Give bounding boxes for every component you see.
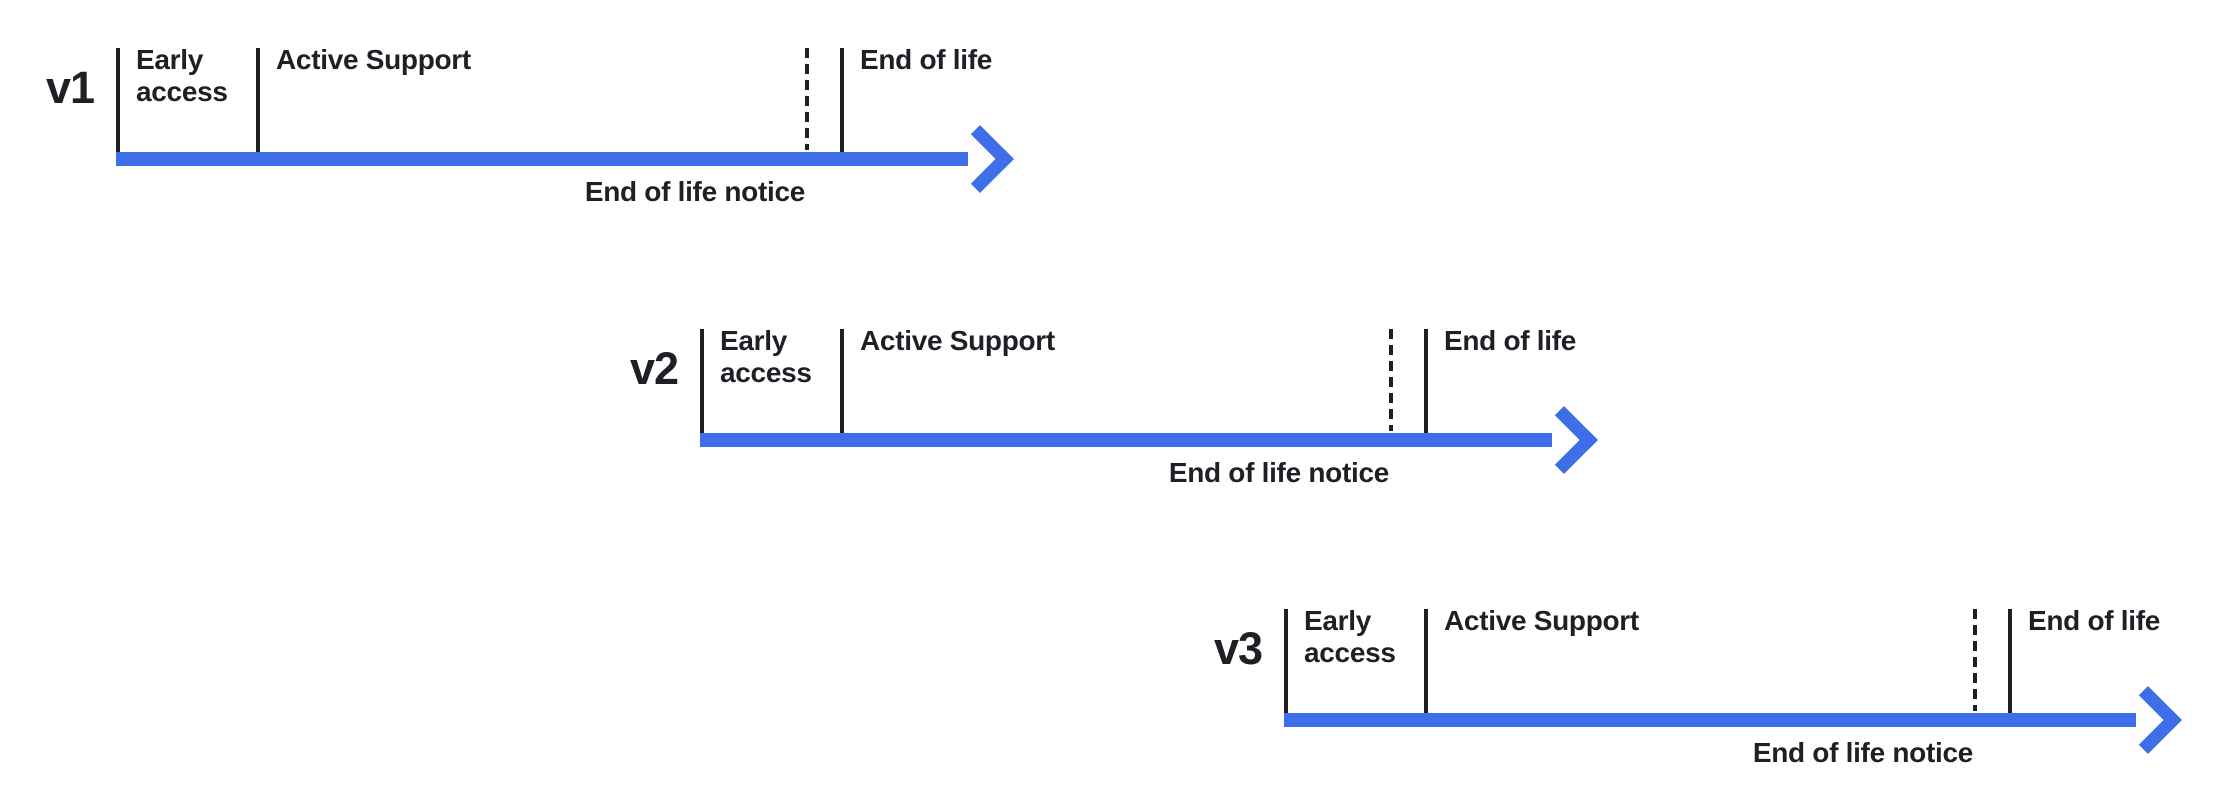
end-of-life-label: End of life	[860, 44, 993, 75]
timeline-arrow-shaft	[116, 152, 968, 166]
active-support-label: Active Support	[276, 44, 471, 75]
early-access-label: Early access	[136, 44, 228, 107]
eol-notice-start-tick-dashed	[1389, 329, 1393, 431]
timeline-v1: v1 Early access Active Support End of li…	[0, 20, 1045, 235]
arrow-right-icon	[1530, 406, 1598, 474]
end-of-life-tick	[840, 48, 844, 152]
early-access-end-tick	[840, 329, 844, 433]
version-label: v3	[1213, 623, 1263, 674]
arrow-right-icon	[946, 125, 1014, 193]
timeline-start-tick	[700, 329, 704, 433]
eol-notice-start-tick-dashed	[805, 48, 809, 150]
end-of-life-notice-label: End of life notice	[1752, 737, 1973, 768]
version-label: v2	[629, 343, 679, 394]
timeline-v2: v2 Early access Active Support End of li…	[584, 301, 1629, 516]
early-access-label: Early access	[720, 325, 812, 388]
timeline-arrow-shaft	[1284, 713, 2136, 727]
early-access-end-tick	[1424, 609, 1428, 713]
timeline-start-tick	[116, 48, 120, 152]
arrow-right-icon	[2114, 686, 2182, 754]
timeline-v3: v3 Early access Active Support End of li…	[1168, 581, 2213, 796]
timeline-arrow-shaft	[700, 433, 1552, 447]
timeline-start-tick	[1284, 609, 1288, 713]
end-of-life-tick	[1424, 329, 1428, 433]
active-support-label: Active Support	[1444, 605, 1639, 636]
end-of-life-label: End of life	[2028, 605, 2161, 636]
end-of-life-notice-label: End of life notice	[1168, 457, 1389, 488]
end-of-life-notice-label: End of life notice	[584, 176, 805, 207]
early-access-end-tick	[256, 48, 260, 152]
active-support-label: Active Support	[860, 325, 1055, 356]
version-label: v1	[45, 62, 95, 113]
eol-notice-start-tick-dashed	[1973, 609, 1977, 711]
end-of-life-label: End of life	[1444, 325, 1577, 356]
early-access-label: Early access	[1304, 605, 1396, 668]
end-of-life-tick	[2008, 609, 2012, 713]
